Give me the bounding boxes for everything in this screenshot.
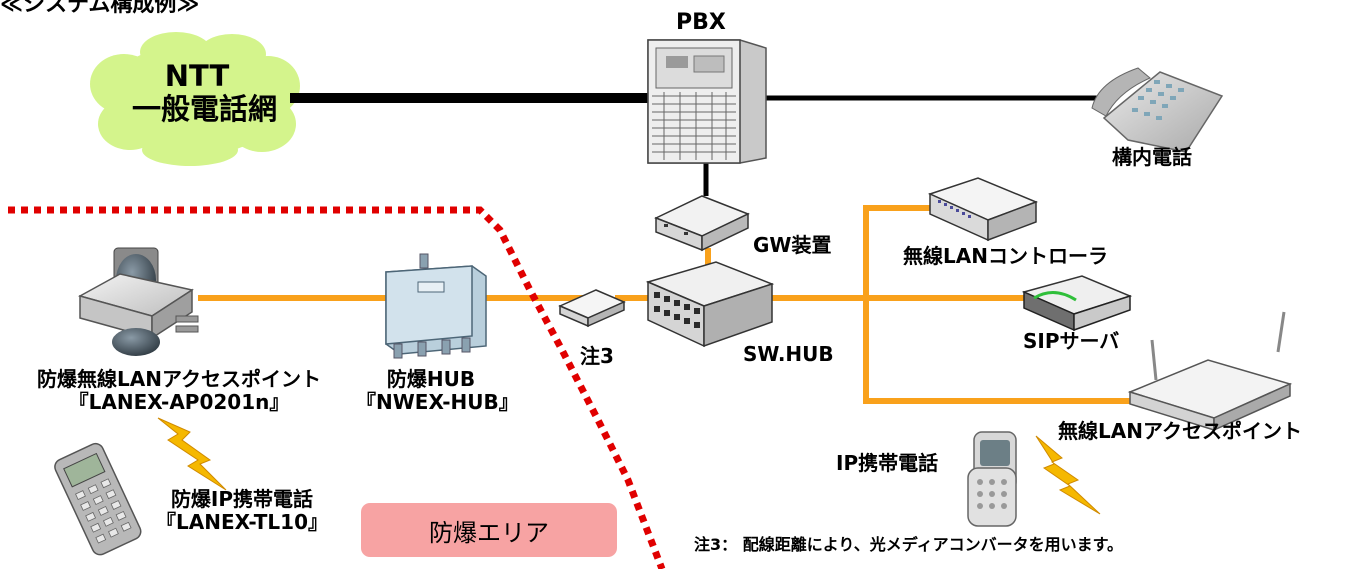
explosion-proof-ap-name: 防爆無線LANアクセスポイント [37,367,321,391]
internal-phone-label: 構内電話 [1112,145,1192,169]
explosion-proof-hub-model: 『NWEX-HUB』 [356,390,519,414]
explosion-proof-zone-badge: 防爆エリア [361,503,617,557]
ntt-network-label: NTT 一般電話網 [132,59,278,127]
gateway-label: GW装置 [753,233,832,257]
ntt-label-line1: NTT [164,59,230,93]
wireless-access-point-icon [1127,311,1293,432]
media-converter-icon [558,289,626,328]
explosion-proof-phone-model: 『LANEX-TL10』 [156,510,328,534]
gateway-device-icon [654,195,750,252]
explosion-proof-access-point-icon [78,247,199,356]
explosion-proof-ap-label: 防爆無線LANアクセスポイント 『LANEX-AP0201n』 [8,368,350,414]
explosion-proof-zone-boundary [8,206,666,569]
footnote: 注3： 配線距離により、光メディアコンバータを用います。 [694,535,1124,554]
wireless-lan-controller-icon [927,177,1039,242]
explosion-proof-hub-icon [385,253,487,359]
ntt-cloud-icon [90,32,300,166]
switching-hub-icon [645,261,775,348]
pbx-icon [647,39,767,164]
ip-mobile-phone-label: IP携帯電話 [836,451,939,475]
pbx-label: PBX [676,10,726,35]
switching-hub-label: SW.HUB [743,342,834,366]
telephone-lines [290,93,1098,196]
explosion-proof-phone-label: 防爆IP携帯電話 『LANEX-TL10』 [132,488,352,534]
sip-server-label: SIPサーバ [1023,329,1120,353]
desk-phone-icon [1091,67,1224,153]
explosion-proof-ap-model: 『LANEX-AP0201n』 [68,390,290,414]
zone-badge-label: 防爆エリア [429,518,549,547]
explosion-proof-hub-name: 防爆HUB [386,367,476,391]
sip-server-icon [1021,275,1133,332]
explosion-proof-phone-name: 防爆IP携帯電話 [170,487,314,511]
wireless-lan-controller-label: 無線LANコントローラ [903,244,1108,268]
wireless-access-point-label: 無線LANアクセスポイント [1058,419,1302,443]
media-converter-label: 注3 [580,344,614,368]
diagram-title: ≪システム構成例≫ [0,0,200,17]
ip-mobile-phone-icon [967,431,1017,527]
explosion-proof-ip-phone-icon [54,442,142,556]
explosion-proof-hub-label: 防爆HUB 『NWEX-HUB』 [356,367,519,414]
ntt-label-line2: 一般電話網 [132,92,278,127]
wireless-signal-lightning-icon [157,417,227,491]
wireless-signal-lightning-icon [1035,435,1101,515]
